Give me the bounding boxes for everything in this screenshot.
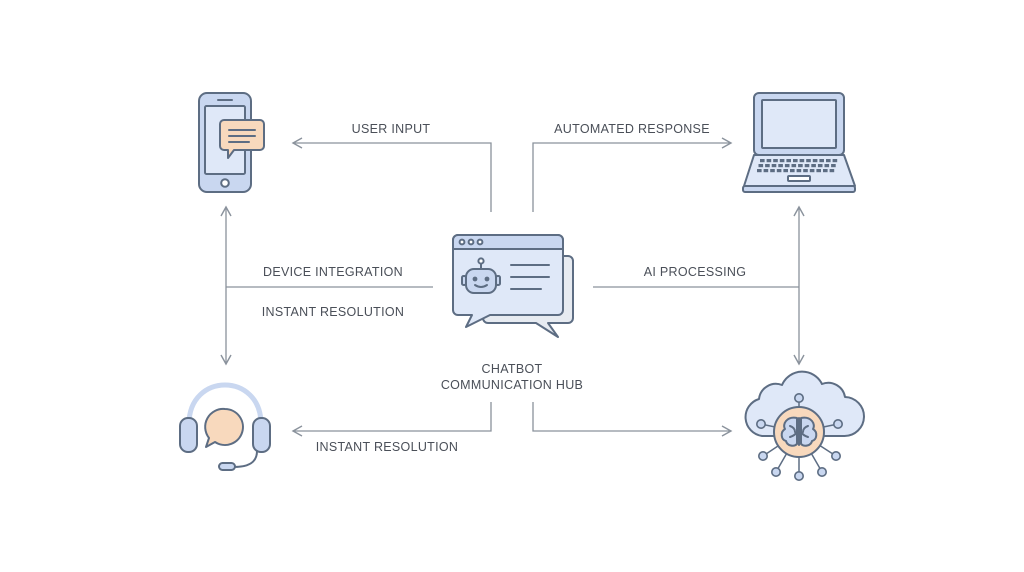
keyboard-key [804, 164, 810, 168]
cloud-brain-network-icon [744, 370, 865, 481]
network-node [816, 466, 827, 477]
keyboard-key [796, 169, 802, 173]
support-headset-icon [179, 382, 271, 471]
keyboard-key [760, 159, 765, 163]
keyboard-key [790, 169, 795, 173]
network-node [830, 450, 841, 461]
label-device-integration: DEVICE INTEGRATION [263, 265, 403, 279]
brain-icon [780, 416, 818, 447]
keyboard-key [812, 159, 818, 163]
keyboard-key [819, 159, 824, 163]
keyboard-key [757, 169, 762, 173]
keyboard-key [817, 164, 823, 168]
arrow-automated-response [532, 137, 733, 212]
keyboard-key [779, 159, 785, 163]
smartphone-chat-icon [198, 92, 265, 193]
arrow-user-input [291, 137, 492, 212]
keyboard-key [773, 159, 778, 163]
label-automated-response: AUTOMATED RESPONSE [554, 122, 710, 136]
keyboard-key [824, 164, 830, 168]
laptop-icon [742, 92, 856, 193]
keyboard-key [776, 169, 782, 173]
keyboard-key [791, 164, 797, 168]
hub-title-line2: COMMUNICATION HUB [441, 378, 583, 392]
arrow-instant-resolution [291, 402, 492, 437]
robot-icon [461, 257, 501, 294]
keyboard-key [783, 169, 788, 173]
hub-title-line1: CHATBOT [482, 362, 543, 376]
label-ai-processing: AI PROCESSING [644, 265, 747, 279]
label-instant-resolution-mid: INSTANT RESOLUTION [262, 305, 404, 319]
keyboard-key [765, 164, 770, 168]
keyboard-key [770, 169, 775, 173]
keyboard-key [771, 164, 777, 168]
laptop-keyboard [757, 159, 838, 173]
network-node [793, 470, 804, 481]
keyboard-key [784, 164, 790, 168]
keyboard-key [798, 164, 803, 168]
keyboard-key [806, 159, 811, 163]
keyboard-key [786, 159, 791, 163]
keyboard-key [831, 164, 836, 168]
keyboard-key [829, 169, 835, 173]
keyboard-key [823, 169, 828, 173]
label-user-input: USER INPUT [352, 122, 431, 136]
keyboard-key [803, 169, 808, 173]
chatbot-window-icon [452, 234, 574, 338]
network-node [770, 466, 781, 477]
keyboard-key [832, 159, 838, 163]
keyboard-key [816, 169, 821, 173]
keyboard-key [809, 169, 815, 173]
keyboard-key [763, 169, 769, 173]
keyboard-key [826, 159, 831, 163]
network-node [757, 450, 768, 461]
keyboard-key [793, 159, 798, 163]
label-instant-resolution-bottom: INSTANT RESOLUTION [316, 440, 458, 454]
network-node [755, 418, 766, 429]
keyboard-key [799, 159, 805, 163]
keyboard-key [766, 159, 772, 163]
arrow-to-cloud [532, 402, 733, 437]
keyboard-key [778, 164, 783, 168]
network-node [793, 392, 804, 403]
keyboard-key [811, 164, 816, 168]
keyboard-key [758, 164, 764, 168]
network-node [832, 418, 843, 429]
